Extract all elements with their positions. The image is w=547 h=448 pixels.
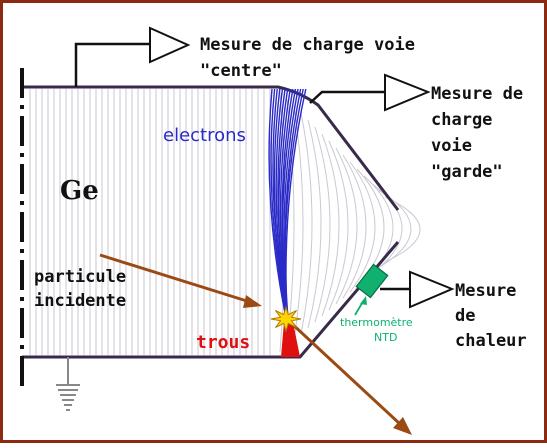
centre-wire	[74, 42, 150, 87]
curved-field-line	[307, 119, 322, 329]
particle-label-line2: incidente	[34, 291, 127, 311]
charge-centre-label-line1: Mesure de charge voie	[200, 35, 415, 55]
ntd-label-line1: thermomètre	[340, 316, 413, 329]
field-lines	[29, 89, 271, 355]
germanium-label: Ge	[60, 176, 99, 206]
incident-arrow-out	[288, 320, 402, 426]
heat-label-line2: de	[455, 306, 476, 326]
ntd-pointer-head	[360, 296, 367, 305]
heat-amplifier-icon	[409, 270, 455, 309]
curved-field-line	[321, 133, 340, 317]
ntd-label-line2: NTD	[374, 331, 398, 344]
ground-symbol-icon	[56, 357, 80, 411]
incident-arrow-out-head	[393, 417, 412, 435]
heat-label-line3: chaleur	[455, 331, 527, 351]
curved-field-line	[384, 196, 421, 263]
curved-field-line	[293, 105, 304, 341]
electron-trajectory	[268, 88, 287, 319]
charge-garde-label-line1: Mesure de	[431, 84, 524, 104]
electron-trajectory	[278, 88, 289, 319]
electron-trajectory	[285, 88, 307, 319]
curved-field-line	[349, 161, 376, 293]
electron-trajectories	[268, 88, 307, 319]
electron-trajectory	[273, 88, 287, 319]
curved-field-line	[314, 126, 331, 323]
charge-garde-label-line4: "garde"	[431, 162, 503, 182]
heat-label-line1: Mesure	[455, 281, 517, 301]
impact-star-icon	[270, 305, 302, 333]
garde-wire	[309, 90, 385, 104]
holes-label: trous	[196, 332, 251, 353]
centre-amplifier-icon	[149, 26, 191, 64]
electron-trajectory	[281, 88, 297, 319]
curved-field-line	[300, 112, 313, 335]
charge-centre-label-line2: "centre"	[200, 61, 282, 81]
particle-label-line1: particule	[34, 267, 127, 287]
electron-trajectory	[284, 88, 304, 319]
ntd-thermometer	[355, 263, 389, 299]
incident-arrow-in	[99, 253, 251, 304]
curved-field-line	[335, 147, 358, 305]
garde-amplifier-icon	[384, 73, 431, 112]
curved-field-line	[342, 154, 367, 299]
electrons-label: electrons	[163, 125, 246, 146]
charge-garde-label-line3: voie	[431, 136, 472, 156]
curved-field-lines	[279, 91, 421, 353]
charge-garde-label-line2: charge	[431, 110, 493, 130]
incident-arrow-in-head	[243, 295, 262, 308]
curved-field-line	[328, 140, 349, 311]
